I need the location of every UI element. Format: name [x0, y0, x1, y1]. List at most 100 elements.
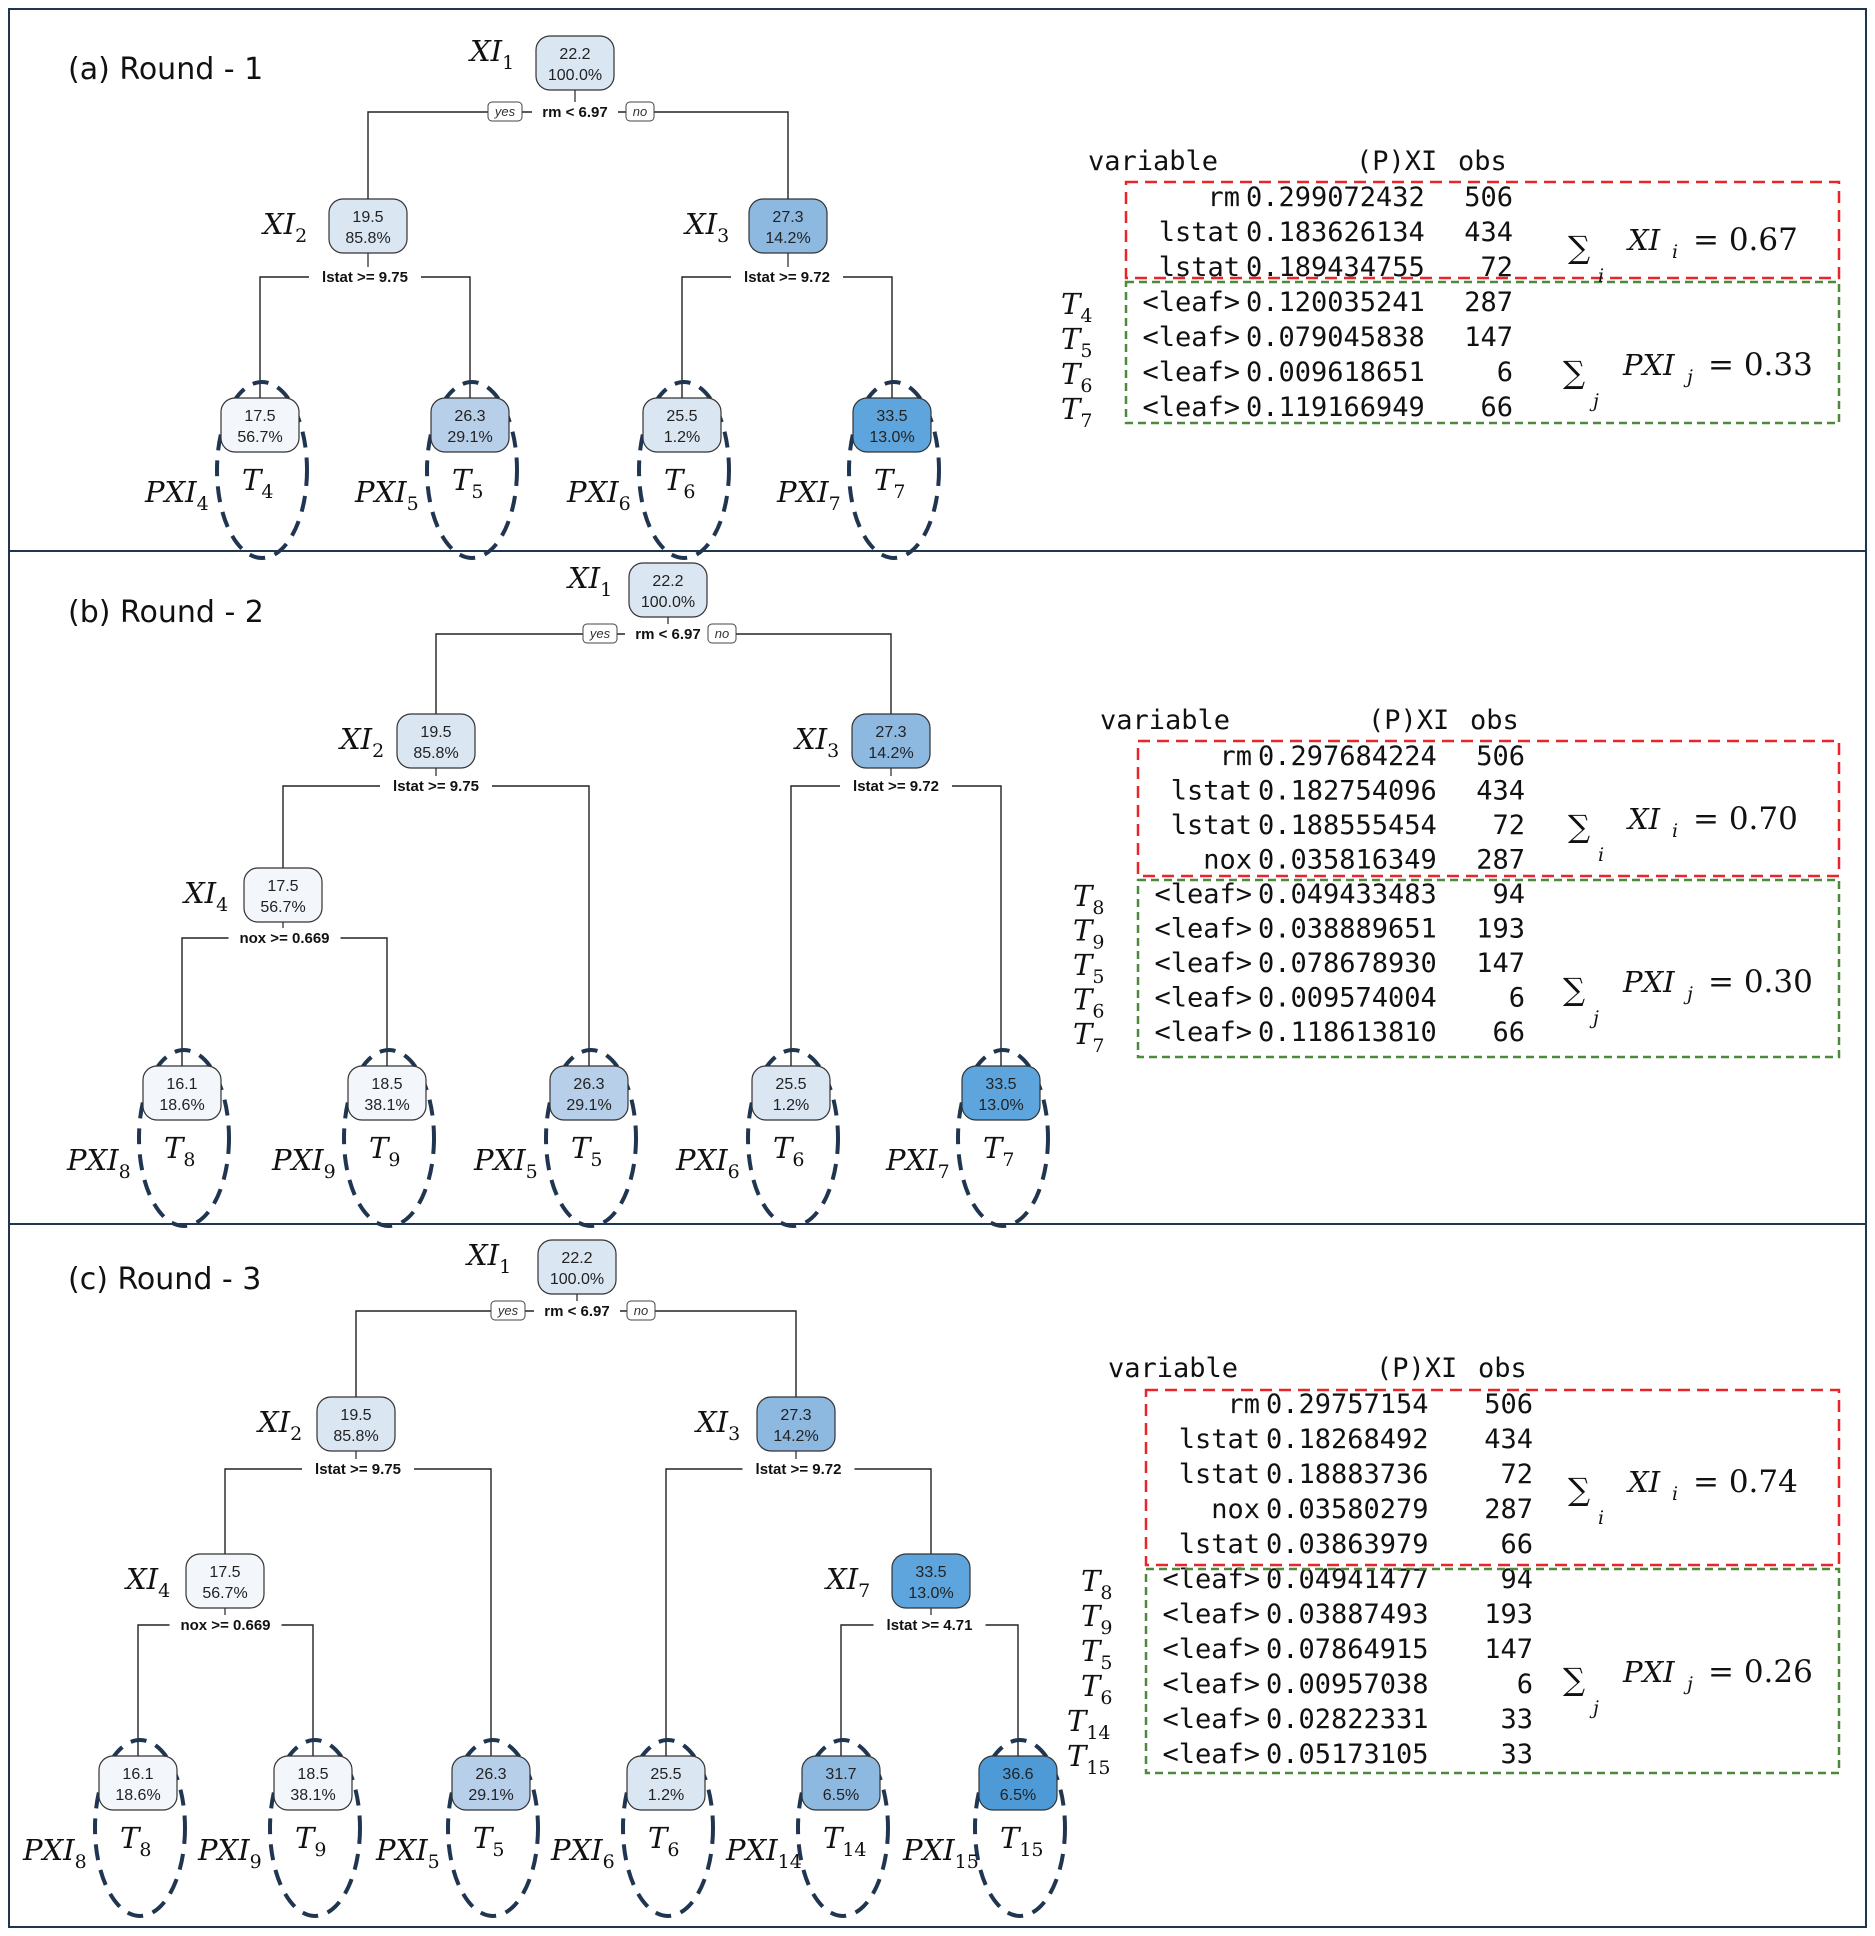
table-cell-value: 0.038889651	[1258, 914, 1437, 945]
table-cell-variable: <leaf>	[1162, 1599, 1260, 1630]
leaf-box-percent: 29.1%	[468, 1787, 513, 1804]
split-label: lstat >= 4.71	[887, 1617, 973, 1634]
leaf-box: 25.51.2%	[642, 397, 722, 453]
leaf-pxi-label-base: PXI	[375, 1833, 428, 1867]
root-split-label: rm < 6.97	[635, 626, 700, 643]
table-cell-obs: 33	[1500, 1739, 1533, 1770]
leaf-box-box	[451, 1755, 531, 1811]
internal-node: 33.513.0%	[891, 1553, 971, 1609]
root-node-value: 22.2	[561, 1250, 592, 1267]
leaf-ellipse	[215, 380, 309, 560]
root-node-label-base: XI	[465, 1238, 500, 1272]
internal-node: 19.585.8%	[316, 1396, 396, 1452]
leaf-t-label-sub: 5	[590, 1149, 602, 1171]
leaf-pxi-label-sub: 9	[250, 1851, 262, 1873]
table-row-t-label-base: T	[1073, 983, 1095, 1017]
leaf-pxi-label: PXI8	[22, 1833, 87, 1873]
leaf-box-value: 18.5	[371, 1076, 402, 1093]
split-label: lstat >= 9.72	[744, 269, 830, 286]
leaf-box: 17.556.7%	[220, 397, 300, 453]
leaf-t-label-sub: 15	[1019, 1839, 1043, 1861]
leaf-pxi-label-sub: 14	[778, 1851, 802, 1873]
root-node-box	[537, 1239, 617, 1295]
table-cell-value: 0.118613810	[1258, 1017, 1437, 1048]
xi-dashed-box	[1124, 180, 1841, 280]
internal-node-percent: 14.2%	[765, 230, 810, 247]
sum-xi-index: i	[1598, 844, 1604, 866]
leaf-t-label: T9	[369, 1131, 400, 1171]
internal-node-percent: 13.0%	[908, 1585, 953, 1602]
leaf-ellipse	[621, 1738, 715, 1918]
internal-split-edge	[181, 937, 388, 1066]
table-cell-value: 0.297684224	[1258, 741, 1437, 772]
table-cell-variable: lstat	[1179, 1529, 1260, 1560]
internal-node-label-sub: 3	[827, 740, 839, 762]
table-cell-obs: 287	[1476, 845, 1525, 876]
split-bg	[873, 1615, 986, 1635]
table-cell-obs: 287	[1484, 1494, 1533, 1525]
leaf-pxi-label: PXI6	[566, 475, 631, 515]
table-row-t-label-base: T	[1067, 1704, 1089, 1738]
leaf-box-percent: 6.5%	[823, 1787, 859, 1804]
table-cell-variable: <leaf>	[1142, 392, 1240, 423]
table-row-t-label-base: T	[1061, 357, 1083, 391]
yes-label: yes	[497, 1303, 519, 1318]
table-row-t-label-base: T	[1067, 1739, 1089, 1773]
sum-pxi-value: = 0.33	[1708, 347, 1813, 383]
no-label: no	[715, 626, 729, 641]
leaf-box-value: 25.5	[775, 1076, 806, 1093]
table-row-t-label: T8	[1073, 879, 1104, 919]
leaf-box-value: 18.5	[297, 1766, 328, 1783]
sum-pxi-var-sub: j	[1683, 983, 1693, 1005]
yes-box	[490, 1300, 526, 1321]
table-header-obs: obs	[1458, 146, 1507, 177]
leaf-box: 18.538.1%	[347, 1065, 427, 1121]
table-cell-variable: lstat	[1171, 810, 1252, 841]
leaf-pxi-label-base: PXI	[566, 475, 619, 509]
leaf-pxi-label-base: PXI	[197, 1833, 250, 1867]
table-cell-value: 0.182754096	[1258, 776, 1437, 807]
table-cell-variable: <leaf>	[1162, 1739, 1260, 1770]
table-cell-variable: rm	[1219, 741, 1252, 772]
sum-pxi-var: PXI	[1622, 1655, 1675, 1689]
table-row-t-label: T5	[1061, 322, 1092, 362]
tree-edges	[181, 617, 1002, 1066]
split-label: lstat >= 9.72	[756, 1461, 842, 1478]
split-bg	[309, 267, 421, 287]
leaf-pxi-label-sub: 5	[407, 493, 419, 515]
leaf-box-box	[978, 1755, 1058, 1811]
leaf-t-label-sub: 8	[139, 1839, 151, 1861]
leaf-t-label-base: T	[823, 1821, 845, 1855]
leaf-box-percent: 29.1%	[447, 429, 492, 446]
internal-node-value: 19.5	[340, 1407, 371, 1424]
leaf-t-label-sub: 7	[893, 481, 905, 503]
leaf-t-label: T9	[295, 1821, 326, 1861]
internal-split-edge	[137, 1624, 314, 1756]
leaf-pxi-label-sub: 4	[197, 493, 209, 515]
panel-border	[8, 1223, 1867, 1928]
table-cell-variable: <leaf>	[1162, 1704, 1260, 1735]
leaf-pxi-label: PXI9	[197, 1833, 262, 1873]
table-cell-obs: 66	[1480, 392, 1513, 423]
sum-pxi-sigma: ∑	[1563, 972, 1585, 1008]
root-split-label: rm < 6.97	[542, 104, 607, 121]
root-split-bg	[625, 624, 711, 644]
internal-node: 19.585.8%	[328, 198, 408, 254]
table-row-t-label: T9	[1081, 1599, 1112, 1639]
internal-node-label-base: XI	[182, 876, 217, 910]
leaf-ellipse	[956, 1048, 1050, 1228]
